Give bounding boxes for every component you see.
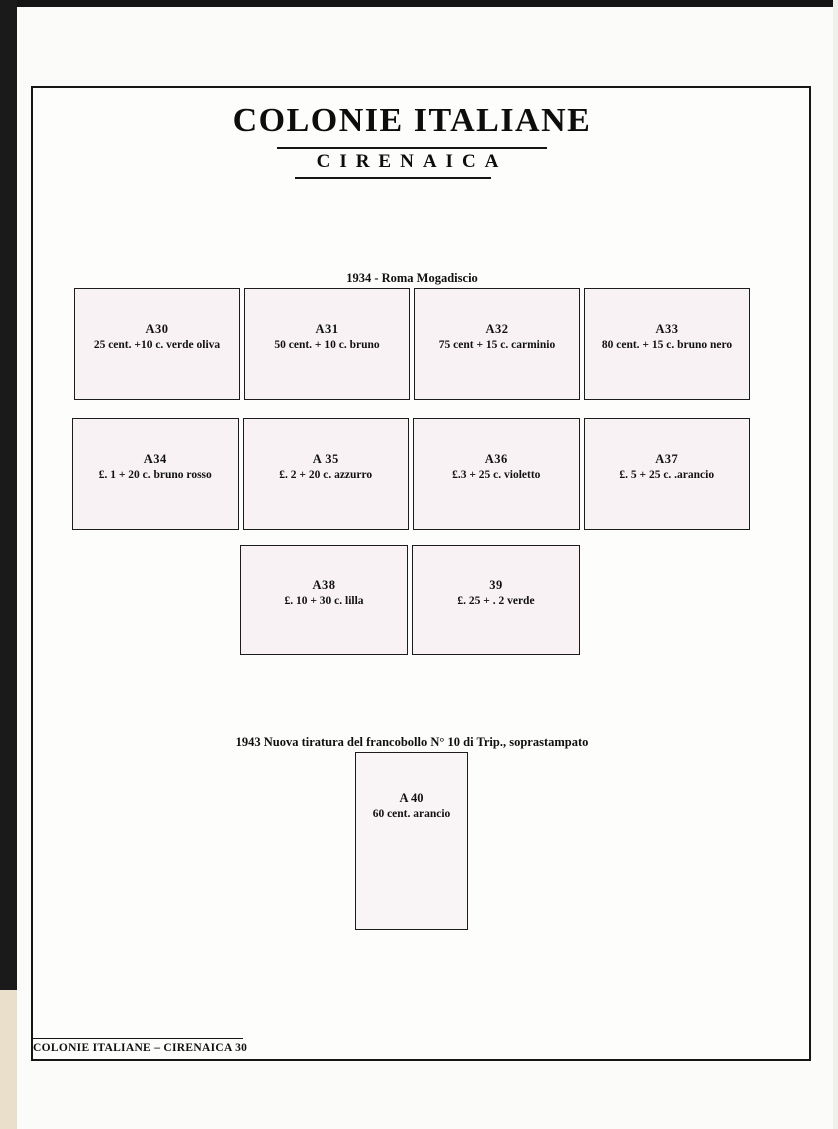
- stamp-desc: 25 cent. +10 c. verde oliva: [93, 338, 221, 351]
- stamp-desc: £.3 + 25 c. violetto: [452, 468, 541, 481]
- page-title: COLONIE ITALIANE: [232, 102, 592, 139]
- stamp-row-3: A38 £. 10 + 30 c. lilla 39 £. 25 + . 2 v…: [240, 545, 580, 655]
- title-rule: [277, 147, 547, 149]
- section-caption-1943: 1943 Nuova tiratura del francobollo N° 1…: [235, 735, 589, 749]
- stamp-row-1: A30 25 cent. +10 c. verde oliva A31 50 c…: [74, 288, 750, 400]
- scan-edge-left: [0, 0, 17, 990]
- stamp-code: A 35: [312, 451, 339, 466]
- stamp-desc: 75 cent + 15 c. carminio: [438, 338, 556, 351]
- page-subtitle: CIRENAICA: [316, 151, 508, 172]
- scan-edge-left-bottom: [0, 990, 17, 1129]
- stamp-box-a32: A32 75 cent + 15 c. carminio: [414, 288, 580, 400]
- section-caption-1934: 1934 - Roma Mogadiscio: [346, 271, 478, 285]
- stamp-desc: £. 10 + 30 c. lilla: [284, 594, 364, 607]
- stamp-box-a37: A37 £. 5 + 25 c. .arancio: [583, 418, 750, 530]
- stamp-code: A32: [485, 321, 509, 336]
- subtitle-rule: [295, 177, 491, 179]
- stamp-desc: £. 25 + . 2 verde: [457, 594, 535, 607]
- stamp-code: A30: [145, 321, 169, 336]
- stamp-box-a40: A 40 60 cent. arancio: [355, 752, 468, 930]
- stamp-box-a36: A36 £.3 + 25 c. violetto: [413, 418, 580, 530]
- stamp-row-2: A34 £. 1 + 20 c. bruno rosso A 35 £. 2 +…: [72, 418, 750, 530]
- stamp-code: A33: [655, 321, 679, 336]
- stamp-desc: £. 5 + 25 c. .arancio: [619, 468, 715, 481]
- stamp-desc: 60 cent. arancio: [372, 808, 451, 820]
- scan-edge-right: [833, 0, 838, 1129]
- stamp-box-a35: A 35 £. 2 + 20 c. azzurro: [242, 418, 409, 530]
- stamp-box-a34: A34 £. 1 + 20 c. bruno rosso: [72, 418, 239, 530]
- stamp-desc: £. 2 + 20 c. azzurro: [279, 468, 373, 481]
- stamp-code: A34: [143, 451, 167, 466]
- scan-edge-top: [0, 0, 838, 7]
- stamp-desc: 80 cent. + 15 c. bruno nero: [601, 338, 733, 351]
- stamp-box-a31: A31 50 cent. + 10 c. bruno: [244, 288, 410, 400]
- page-footer: COLONIE ITALIANE – CIRENAICA 30: [33, 1038, 247, 1054]
- stamp-code: 39: [489, 577, 503, 592]
- stamp-code: A38: [312, 577, 336, 592]
- stamp-code: A 40: [399, 791, 424, 805]
- stamp-box-a38: A38 £. 10 + 30 c. lilla: [240, 545, 408, 655]
- stamp-code: A37: [655, 451, 679, 466]
- stamp-desc: £. 1 + 20 c. bruno rosso: [98, 468, 212, 481]
- stamp-box-39: 39 £. 25 + . 2 verde: [412, 545, 580, 655]
- stamp-box-a30: A30 25 cent. +10 c. verde oliva: [74, 288, 240, 400]
- stamp-code: A31: [315, 321, 339, 336]
- stamp-box-a33: A33 80 cent. + 15 c. bruno nero: [584, 288, 750, 400]
- stamp-desc: 50 cent. + 10 c. bruno: [274, 338, 380, 351]
- stamp-code: A36: [484, 451, 508, 466]
